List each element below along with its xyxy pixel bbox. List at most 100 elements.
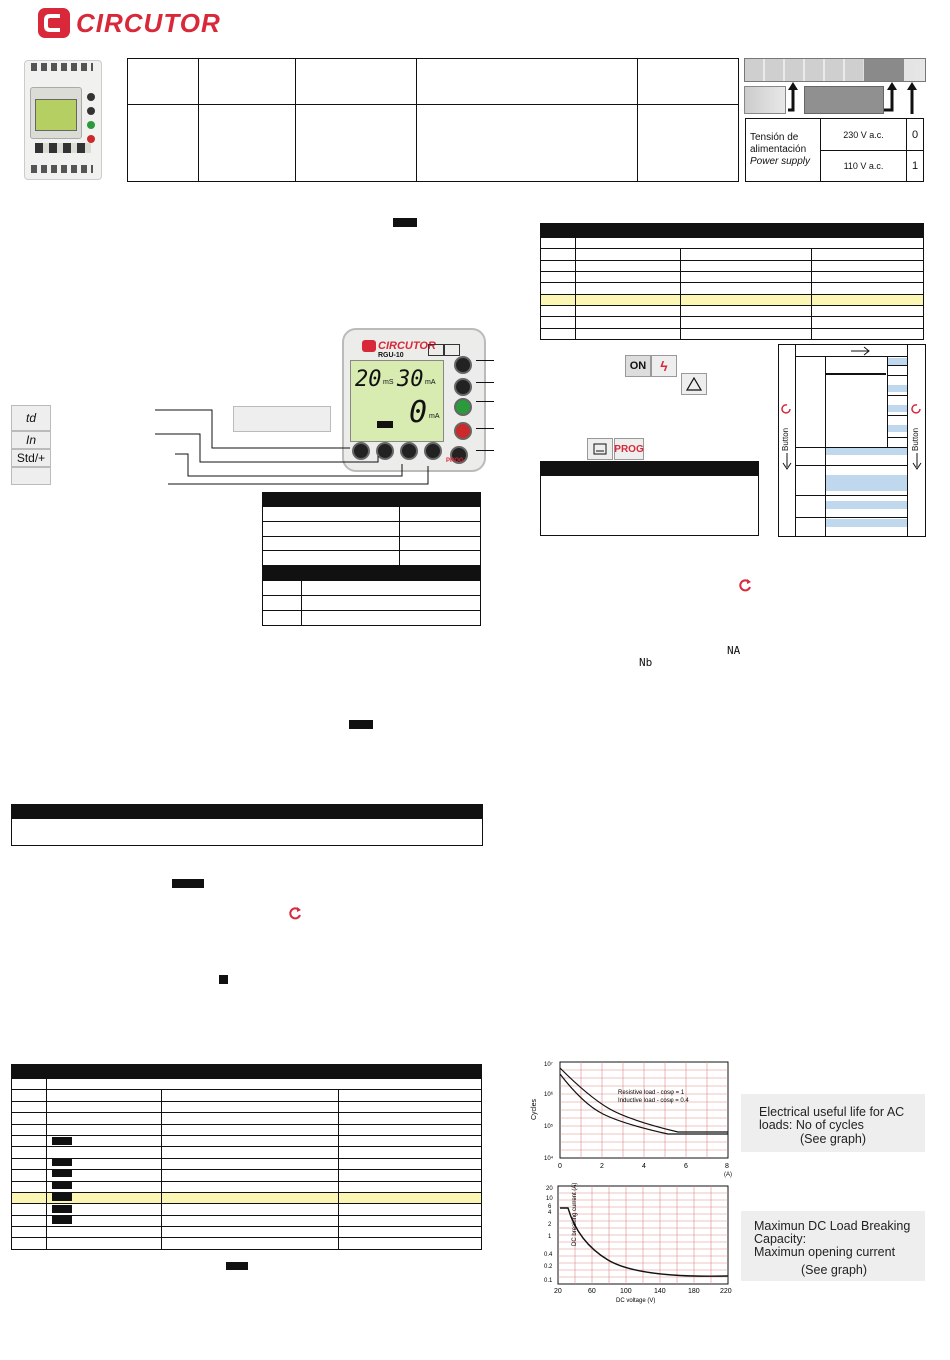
redaction-mark (219, 975, 228, 984)
refresh-icon (739, 579, 751, 592)
lcd-current-value: 30 (397, 367, 424, 392)
dc-xtick-2: 100 (620, 1288, 632, 1295)
ac-xtick-1: 2 (600, 1163, 604, 1170)
redaction-mark (393, 218, 417, 227)
ac-xtick-4: 8 (725, 1163, 729, 1170)
ac-ylabel: Cycles (531, 1098, 538, 1120)
lcd-current-unit: mA (425, 379, 436, 386)
circutor-logo-icon (38, 8, 70, 38)
power-label-es-2: alimentación (750, 144, 807, 155)
label-box (233, 406, 331, 432)
ac-xtick-0: 0 (558, 1163, 562, 1170)
flow-down-arrow-right-icon (911, 404, 922, 470)
dc-xtick-1: 60 (588, 1288, 596, 1295)
dc-ytick-8: 0.1 (544, 1278, 553, 1284)
ac-ytick-2: 10⁶ (544, 1091, 554, 1098)
ac-xtick-3: 6 (684, 1163, 688, 1170)
refresh-icon (289, 907, 301, 920)
trip-on-button[interactable] (454, 356, 472, 374)
prog-seal-button[interactable] (450, 446, 468, 464)
dc-xtick-0: 20 (554, 1288, 562, 1295)
prog-indicator: PROG (614, 438, 644, 460)
redaction-mark (172, 879, 204, 888)
on-indicator: ON (625, 355, 651, 377)
trip-icon: ϟ (651, 355, 677, 377)
power-label-es-1: Tensión de (750, 132, 799, 143)
dc-xlabel: DC voltage (V) (616, 1298, 655, 1304)
voltage-110: 110 V a.c. (820, 150, 907, 182)
spec-table (127, 58, 739, 182)
na-indicator: NA (727, 644, 741, 657)
leader-lines (155, 409, 429, 485)
dc-ytick-0: 20 (546, 1186, 553, 1192)
dc-ytick-3: 4 (548, 1210, 552, 1216)
code-box-mid (804, 86, 884, 114)
brand-name: CIRCUTOR (76, 8, 221, 38)
device-model: RGU-10 (378, 352, 404, 359)
warning-icon (681, 373, 707, 395)
ac-xtick-2: 4 (642, 1163, 646, 1170)
ac-wave-icon (428, 344, 444, 356)
td-button[interactable] (352, 442, 370, 460)
dc-ytick-1: 10 (546, 1196, 553, 1202)
dc-xtick-4: 180 (688, 1288, 700, 1295)
nb-indicator: Nb (639, 656, 653, 669)
device-photo (24, 60, 102, 180)
dc-ytick-6: 0.4 (544, 1252, 553, 1258)
alarm-button[interactable] (454, 378, 472, 396)
lcd-main-unit: mA (429, 413, 440, 420)
dc-ytick-4: 2 (548, 1222, 552, 1228)
redaction-mark (226, 1262, 248, 1270)
code-arrows-icon (788, 82, 917, 114)
lcd-main-value: 0 (409, 395, 428, 430)
device-brand: CIRCUTOR (378, 340, 436, 352)
test-button[interactable] (454, 422, 472, 440)
parameter-table (11, 1064, 482, 1250)
ac-life-graph: Cycles Resistive load - cosφ = 1 Inducti… (531, 1061, 732, 1178)
power-label-en: Power supply (750, 156, 811, 167)
power-supply-table: Tensión de alimentación Power supply 230… (745, 118, 924, 182)
setting-table-2 (262, 566, 481, 626)
prog-button[interactable] (424, 442, 442, 460)
info-table (540, 461, 759, 536)
dc-ytick-5: 1 (548, 1234, 552, 1240)
voltage-230: 230 V a.c. (820, 118, 907, 151)
lcd-delay-value: 20 (355, 367, 382, 392)
menu-table (540, 223, 924, 341)
dc-xtick-3: 140 (654, 1288, 666, 1295)
in-button[interactable] (376, 442, 394, 460)
reset-button[interactable] (454, 398, 472, 416)
std-plus-button[interactable] (400, 442, 418, 460)
lcd-display: 20 mS 30 mA 0 mA (350, 360, 444, 442)
setting-table-1 (262, 492, 481, 566)
brand-logo: CIRCUTOR (36, 6, 226, 40)
ac-xunit: (A) (724, 1172, 732, 1178)
ac-legend-2: Inductive load - cosφ = 0.4 (618, 1098, 689, 1104)
device-front-panel: CIRCUTOR RGU-10 20 mS 30 mA 0 mA PROG (342, 328, 486, 472)
menu-flow-diagram: Button Button (778, 344, 926, 537)
order-code-strip (744, 58, 926, 82)
dc-graph-note: Maximun DC Load Breaking Capacity: Maxim… (741, 1211, 925, 1281)
code-1: 1 (906, 150, 924, 182)
code-0: 0 (906, 118, 924, 151)
ac-legend-1: Resistive load - cosφ = 1 (618, 1090, 685, 1096)
dc-breaking-graph: DC breaking current (A) DC voltage (V) 2… (544, 1183, 732, 1304)
dc-ylabel: DC breaking current (A) (572, 1183, 578, 1246)
dc-ytick-7: 0.2 (544, 1264, 553, 1270)
prog-label: PROG (446, 458, 464, 464)
code-box-left (744, 86, 786, 114)
key-td: td (11, 405, 51, 431)
flow-down-arrow-left-icon (781, 404, 792, 470)
redaction-mark (349, 720, 373, 729)
dc-xtick-5: 220 (720, 1288, 732, 1295)
key-blank (11, 467, 51, 485)
seal-icon (587, 438, 613, 460)
lcd-delay-unit: mS (383, 379, 394, 386)
key-std-plus: Std/+ (11, 449, 51, 467)
pulse-wave-icon (444, 344, 460, 356)
ac-ytick-1: 10⁵ (544, 1123, 554, 1130)
key-in: In (11, 431, 51, 449)
ac-graph-note: Electrical useful life for AC loads: No … (741, 1094, 925, 1152)
note-table (11, 804, 483, 846)
ac-ytick-0: 10⁴ (544, 1155, 554, 1162)
